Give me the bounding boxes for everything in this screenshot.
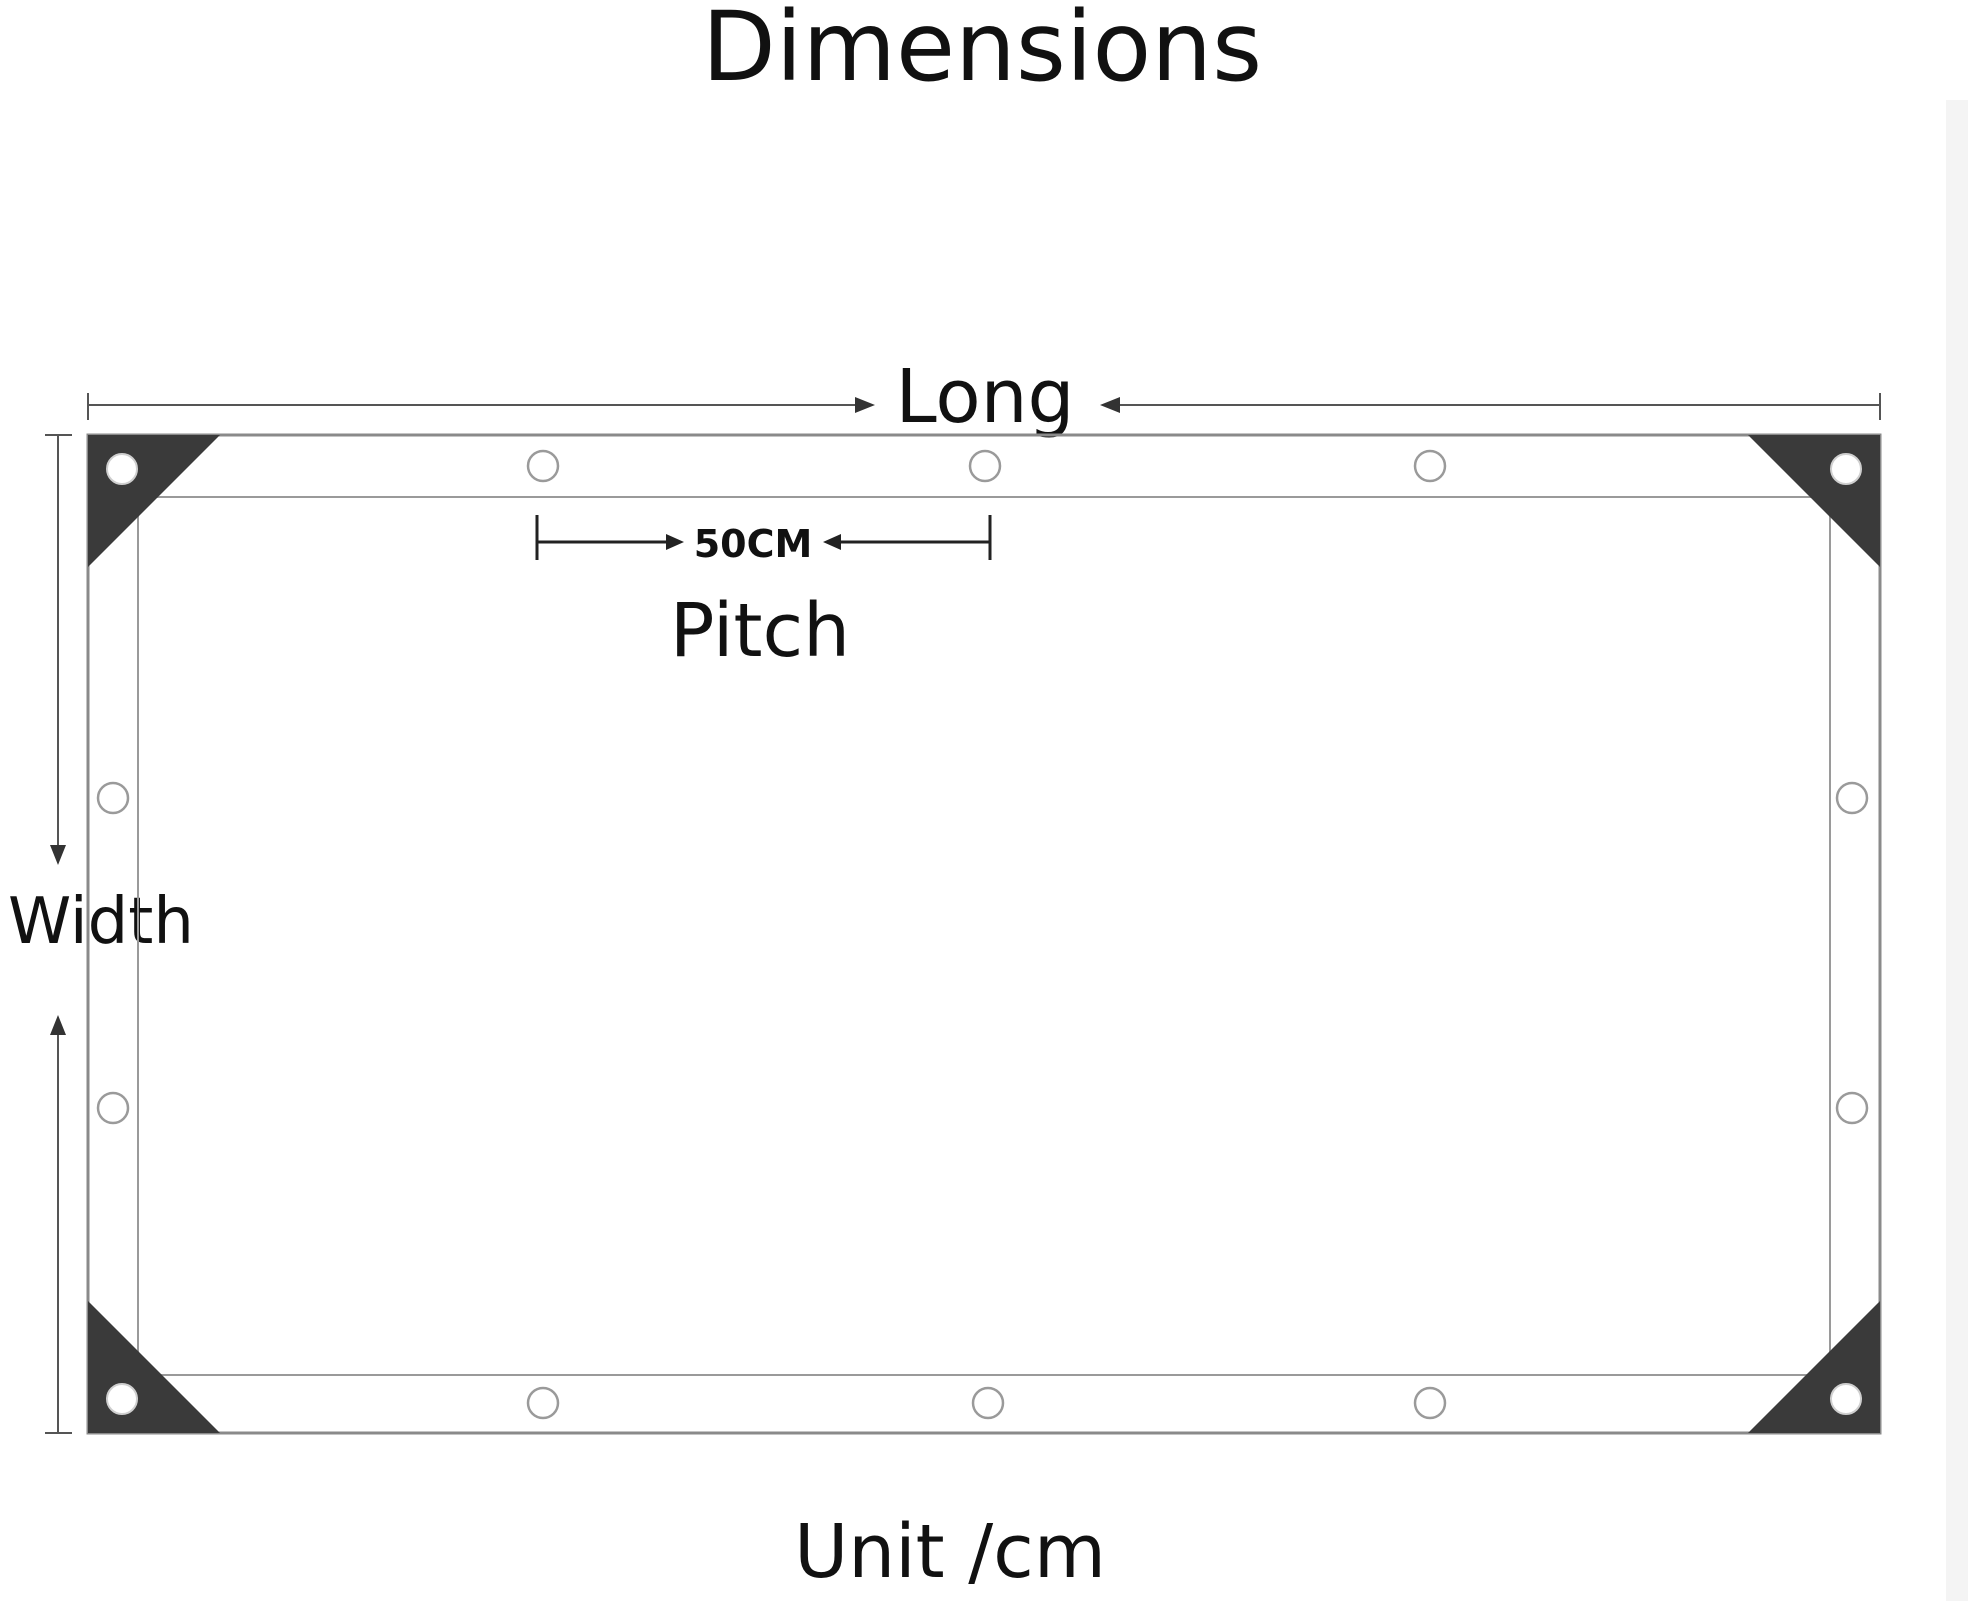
pitch-arrow-right-icon (666, 534, 684, 550)
corner-patch-top-right (1748, 435, 1880, 567)
long-label: Long (895, 354, 1074, 440)
pitch-value-label: 50CM (694, 522, 813, 566)
corner-patch-bottom-left (88, 1301, 220, 1433)
unit-label: Unit /cm (794, 1509, 1106, 1595)
grommet-icon (968, 449, 1002, 483)
corner-grommet-icon (1830, 453, 1862, 485)
tarp-inner-hem (137, 496, 1831, 1376)
corner-patch-bottom-right (1748, 1301, 1880, 1433)
grommet-icon (971, 1386, 1005, 1420)
corner-grommet-icon (1830, 1383, 1862, 1415)
corner-grommet-icon (106, 453, 138, 485)
grommet-icon (526, 449, 560, 483)
grommet-icon (1835, 781, 1869, 815)
long-dimension-line (87, 393, 1881, 420)
title: Dimensions (702, 0, 1262, 103)
long-arrow-left-icon (1100, 397, 1120, 413)
tarp-outer-border (86, 433, 1882, 1435)
grommet-icon (526, 1386, 560, 1420)
grommet-icon (1413, 449, 1447, 483)
grommet-icon (1835, 1091, 1869, 1125)
corner-grommet-icon (106, 1383, 138, 1415)
pitch-label: Pitch (670, 588, 850, 674)
grommet-icon (96, 781, 130, 815)
width-label: Width (8, 885, 194, 959)
edge-shadow (1946, 100, 1968, 1601)
pitch-arrow-left-icon (823, 534, 841, 550)
width-arrow-up-icon (50, 1015, 66, 1035)
long-arrow-right-icon (855, 397, 875, 413)
pitch-dimension-line (535, 515, 992, 560)
width-dimension-line (45, 434, 72, 1434)
grommet-icon (1413, 1386, 1447, 1420)
grommet-icon (96, 1091, 130, 1125)
width-arrow-down-icon (50, 845, 66, 865)
corner-patch-top-left (88, 435, 220, 567)
